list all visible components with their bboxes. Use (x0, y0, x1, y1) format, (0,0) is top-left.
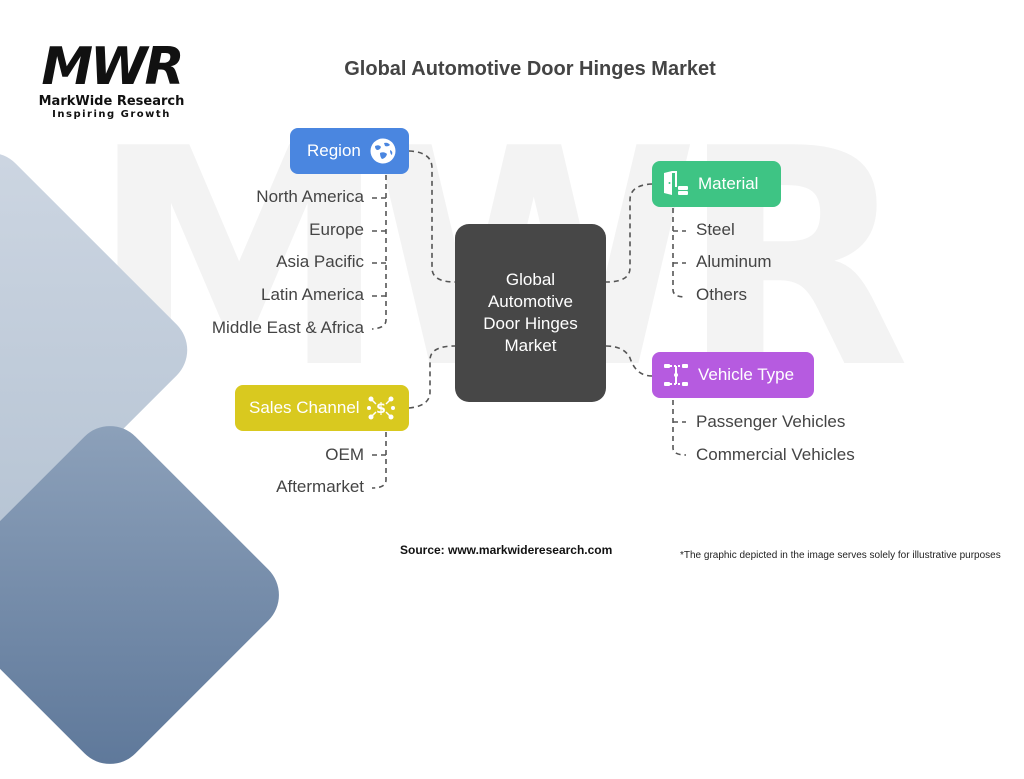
region-item: Latin America (261, 285, 364, 304)
connector-lines (371, 150, 687, 489)
center-line: Global (505, 270, 556, 289)
logo-name: MarkWide Research (38, 94, 185, 109)
sales-channel-item: Aftermarket (276, 477, 364, 496)
region-item: North America (256, 187, 364, 206)
region-node: Region (290, 128, 409, 174)
globe-icon (369, 137, 397, 165)
center-line: Automotive (487, 292, 574, 311)
material-node: Material (652, 161, 781, 207)
sales-channel-item: OEM (325, 445, 364, 464)
region-item: Asia Pacific (276, 252, 364, 271)
door-icon (662, 170, 690, 198)
sales-channel-label: Sales Channel (249, 398, 360, 417)
disclaimer-note: *The graphic depicted in the image serve… (680, 550, 1001, 561)
vehicle-type-item: Commercial Vehicles (696, 445, 855, 464)
svg-text:$: $ (376, 401, 386, 417)
center-line: Market (504, 336, 557, 355)
material-item: Steel (696, 220, 735, 239)
sales-channel-node: Sales Channel $ (235, 385, 409, 431)
region-label: Region (307, 141, 361, 160)
logo-mark: MWR (41, 37, 184, 97)
page-title: Global Automotive Door Hinges Market (344, 58, 716, 80)
material-item: Aluminum (696, 252, 772, 271)
logo-tagline: Inspiring Growth (52, 109, 171, 120)
network-icon: $ (366, 394, 395, 422)
center-node: Global Automotive Door Hinges Market (455, 224, 606, 402)
vehicle-type-node: Vehicle Type (652, 352, 814, 398)
vehicle-type-label: Vehicle Type (698, 365, 795, 384)
chassis-icon (662, 361, 690, 389)
material-item: Others (696, 285, 748, 304)
brand-logo: MWR MarkWide Research Inspiring Growth (34, 37, 189, 120)
region-item: Europe (309, 220, 364, 239)
region-item: Middle East & Africa (211, 318, 364, 337)
material-label: Material (698, 174, 759, 193)
center-line: Door Hinges (483, 314, 578, 333)
vehicle-type-item: Passenger Vehicles (696, 412, 846, 431)
source-credit: Source: www.markwideresearch.com (400, 543, 613, 557)
